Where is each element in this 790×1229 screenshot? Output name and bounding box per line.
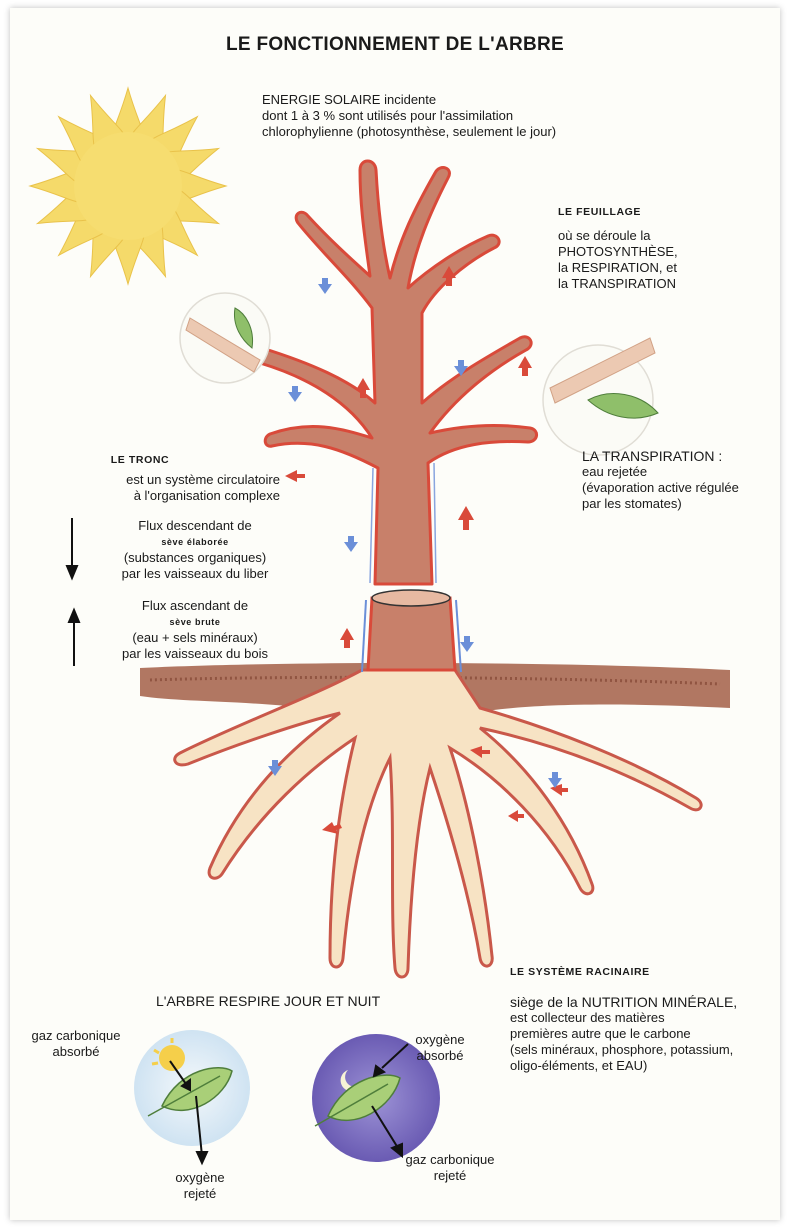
flux-up-text: Flux ascendant de sève brute (eau + sels… <box>100 598 290 662</box>
trunk-text: LE TRONC est un système circulatoire à l… <box>80 452 280 504</box>
trunk-heading: LE TRONC <box>80 452 200 468</box>
roots-heading: LE SYSTÈME RACINAIRE <box>510 964 737 980</box>
arrow-up-icon <box>508 810 524 822</box>
day-respiration-diagram <box>134 1030 250 1163</box>
foliage-text: LE FEUILLAGE où se déroule la PHOTOSYNTH… <box>558 204 678 292</box>
arrow-down-icon <box>288 386 302 402</box>
poster: LE FONCTIONNEMENT DE L'ARBRE ENERGIE SOL… <box>10 8 780 1220</box>
night-input-label: oxygène absorbé <box>390 1032 490 1064</box>
flux-down-arrow <box>67 518 77 578</box>
arrow-down-icon <box>344 536 358 552</box>
respiration-heading: L'ARBRE RESPIRE JOUR ET NUIT <box>156 993 380 1009</box>
arrow-down-icon <box>460 636 474 652</box>
trunk-lower <box>362 590 461 672</box>
transpiration-text: LA TRANSPIRATION : eau rejetée (évaporat… <box>582 448 739 512</box>
day-input-label: gaz carbonique absorbé <box>16 1028 136 1060</box>
page-title: LE FONCTIONNEMENT DE L'ARBRE <box>10 34 780 56</box>
arrow-up-icon <box>285 470 305 482</box>
leaf-inset-left <box>180 293 270 383</box>
arrow-up-icon <box>550 784 568 796</box>
flux-up-arrow <box>69 610 79 666</box>
day-output-label: oxygène rejeté <box>150 1170 250 1202</box>
leaf-inset-right <box>543 338 658 455</box>
arrow-up-icon <box>340 628 354 648</box>
arrow-down-icon <box>318 278 332 294</box>
flux-down-text: Flux descendant de sève élaborée (substa… <box>100 518 290 582</box>
foliage-heading: LE FEUILLAGE <box>558 204 678 220</box>
solar-energy-text: ENERGIE SOLAIRE incidente dont 1 à 3 % s… <box>262 92 556 140</box>
trunk-upper <box>251 161 536 584</box>
transpiration-heading: LA TRANSPIRATION : <box>582 448 739 464</box>
sun-icon <box>30 88 226 284</box>
root-system <box>175 670 701 977</box>
roots-text: LE SYSTÈME RACINAIRE siège de la NUTRITI… <box>510 964 737 1074</box>
night-output-label: gaz carbonique rejeté <box>380 1152 520 1184</box>
arrow-up-icon <box>518 356 532 376</box>
arrow-up-icon <box>458 506 474 530</box>
